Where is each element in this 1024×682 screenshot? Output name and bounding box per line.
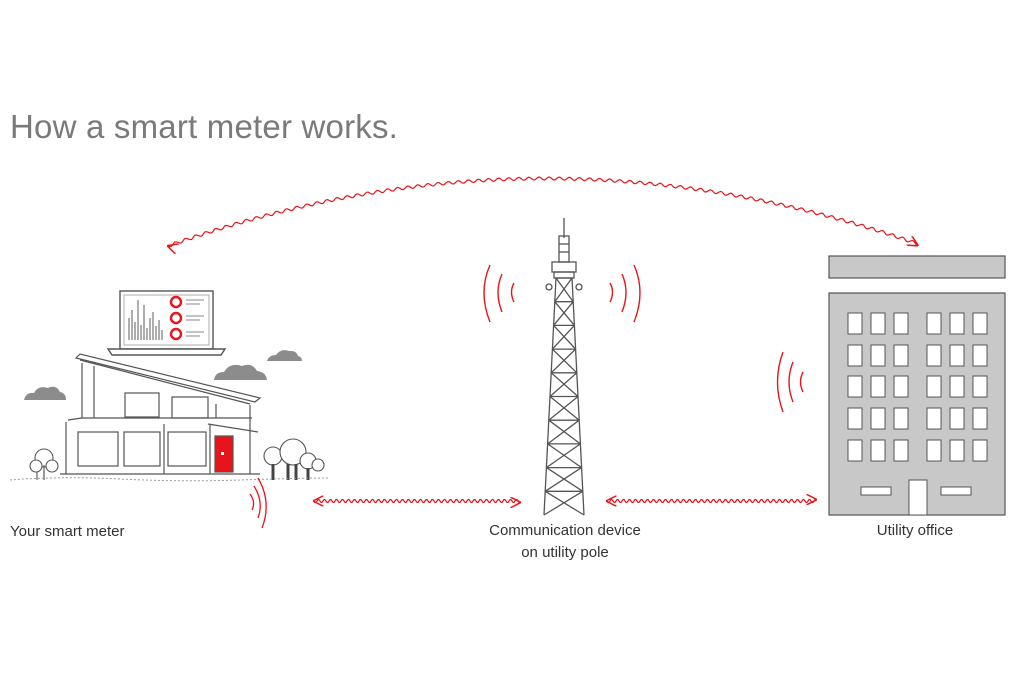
office-window <box>870 407 886 430</box>
office-window <box>926 344 942 367</box>
ground-line <box>9 477 331 482</box>
cloud-icon <box>214 364 267 380</box>
office-window <box>972 312 988 335</box>
tower-signal-waves-right <box>609 264 641 323</box>
office-window <box>870 312 886 335</box>
smart-meter-label: Your smart meter <box>10 523 125 540</box>
office-window <box>949 375 965 398</box>
office-building-icon <box>828 255 1006 516</box>
office-window <box>847 375 863 398</box>
office-window <box>893 407 909 430</box>
office-window <box>870 375 886 398</box>
cloud-icon <box>24 386 66 400</box>
office-window <box>926 439 942 462</box>
meter-marker-icon <box>221 452 224 455</box>
office-signal-waves <box>776 351 804 413</box>
utility-pole-label: Communication device on utility pole <box>450 520 680 564</box>
office-window <box>847 407 863 430</box>
office-window <box>926 375 942 398</box>
office-window <box>870 439 886 462</box>
office-window <box>972 407 988 430</box>
signal-arrow-house-to-pole <box>314 500 520 503</box>
office-window <box>847 439 863 462</box>
tree-icon <box>263 438 325 480</box>
office-window <box>847 312 863 335</box>
tower-signal-waves-left <box>483 264 515 323</box>
office-window <box>847 344 863 367</box>
office-window <box>893 439 909 462</box>
office-window <box>949 344 965 367</box>
laptop-icon <box>106 290 227 356</box>
utility-pole-label-line1: Communication device <box>489 522 641 539</box>
office-window <box>972 375 988 398</box>
office-window <box>972 439 988 462</box>
office-window <box>949 407 965 430</box>
office-window <box>949 312 965 335</box>
office-window <box>926 312 942 335</box>
office-window <box>926 407 942 430</box>
cell-tower-icon <box>543 218 585 516</box>
house-icon <box>60 353 262 475</box>
office-window <box>972 344 988 367</box>
office-window <box>893 375 909 398</box>
office-window <box>870 344 886 367</box>
house-signal-waves <box>249 477 267 529</box>
arc-signal-arrow <box>168 176 918 247</box>
signal-arrow-pole-to-office <box>607 500 816 503</box>
office-window <box>949 439 965 462</box>
office-window <box>893 344 909 367</box>
cloud-icon <box>267 350 302 361</box>
tree-icon <box>29 448 59 480</box>
utility-pole-label-line2: on utility pole <box>521 544 609 561</box>
page-title: How a smart meter works. <box>10 108 399 145</box>
utility-office-label: Utility office <box>876 522 954 539</box>
office-window <box>893 312 909 335</box>
